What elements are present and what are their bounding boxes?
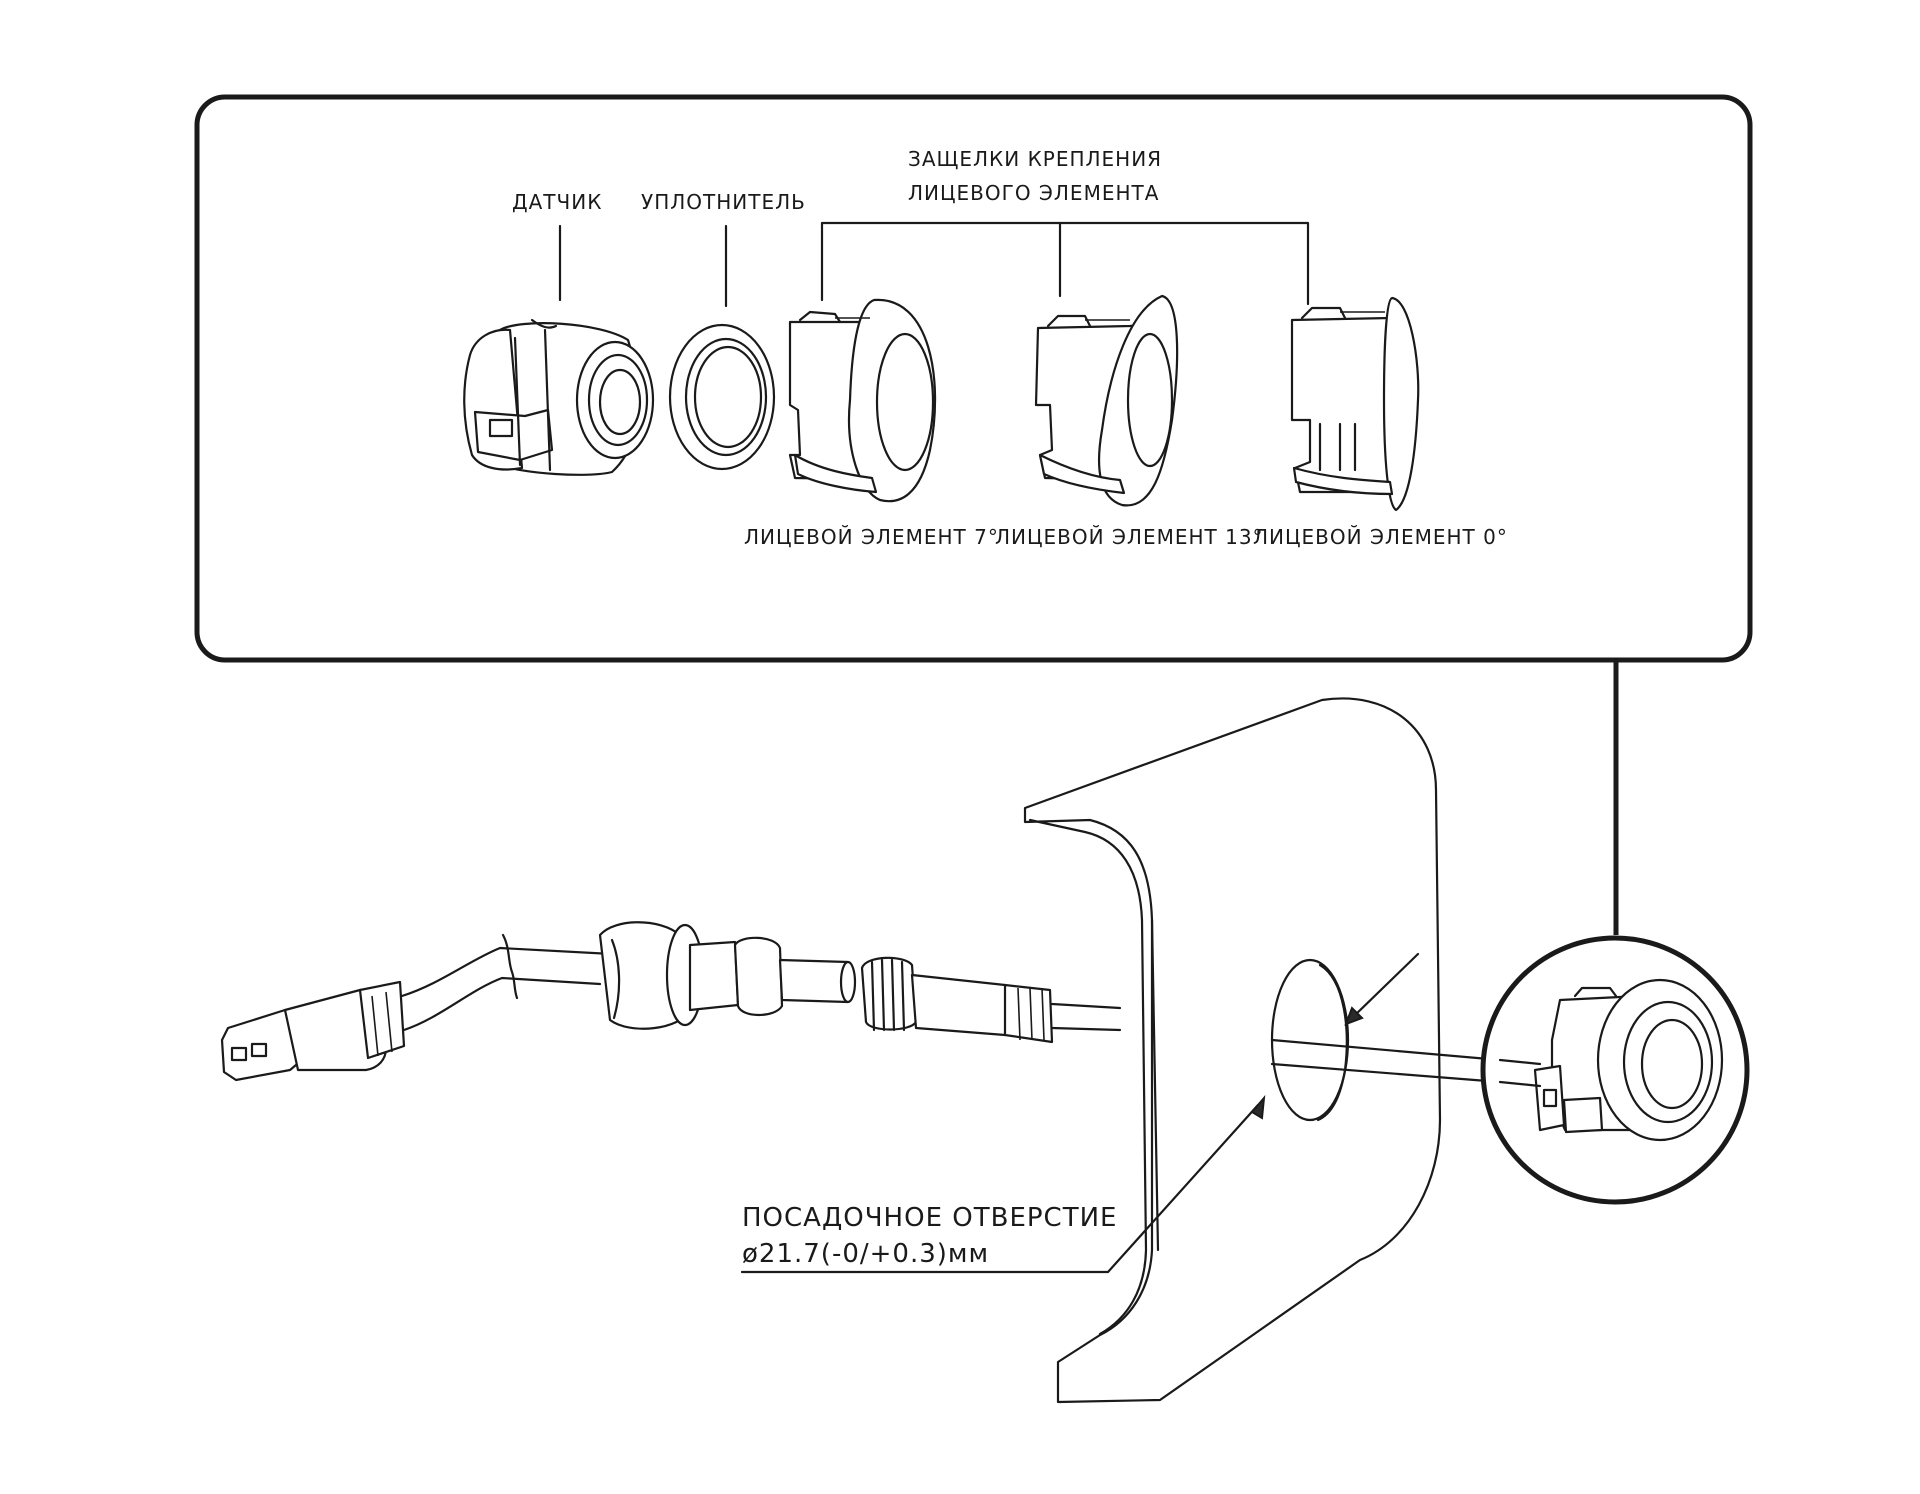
label-seal: УПЛОТНИТЕЛЬ xyxy=(641,190,806,214)
cable-assembly xyxy=(220,921,1122,1082)
label-latches-line1: ЗАЩЕЛКИ КРЕПЛЕНИЯ xyxy=(908,147,1162,171)
face-element-13 xyxy=(1034,294,1179,507)
sensor-part xyxy=(463,318,655,476)
cable-through-hole-bottom xyxy=(1270,1062,1502,1084)
label-hole-line2: ø21.7(-0/+0.3)мм xyxy=(742,1239,989,1269)
label-face-13: ЛИЦЕВОЙ ЭЛЕМЕНТ 13° xyxy=(995,525,1264,549)
label-sensor: ДАТЧИК xyxy=(512,190,602,214)
label-face-0: ЛИЦЕВОЙ ЭЛЕМЕНТ 0° xyxy=(1253,525,1508,549)
hole-arrow-top xyxy=(1344,952,1420,1026)
face-element-7 xyxy=(788,298,937,503)
hole-leader xyxy=(740,1094,1266,1274)
face-element-0 xyxy=(1290,296,1420,512)
leader-latches-bracket xyxy=(820,221,1310,306)
seal-ring xyxy=(668,323,776,471)
label-face-7: ЛИЦЕВОЙ ЭЛЕМЕНТ 7° xyxy=(744,525,999,549)
components-callout-box xyxy=(194,94,1753,663)
magnifier-detail xyxy=(1480,935,1750,1205)
label-hole-line1: ПОСАДОЧНОЕ ОТВЕРСТИЕ xyxy=(742,1203,1117,1233)
label-latches-line2: ЛИЦЕВОГО ЭЛЕМЕНТА xyxy=(908,181,1159,205)
cable-through-hole-top xyxy=(1270,1038,1502,1062)
